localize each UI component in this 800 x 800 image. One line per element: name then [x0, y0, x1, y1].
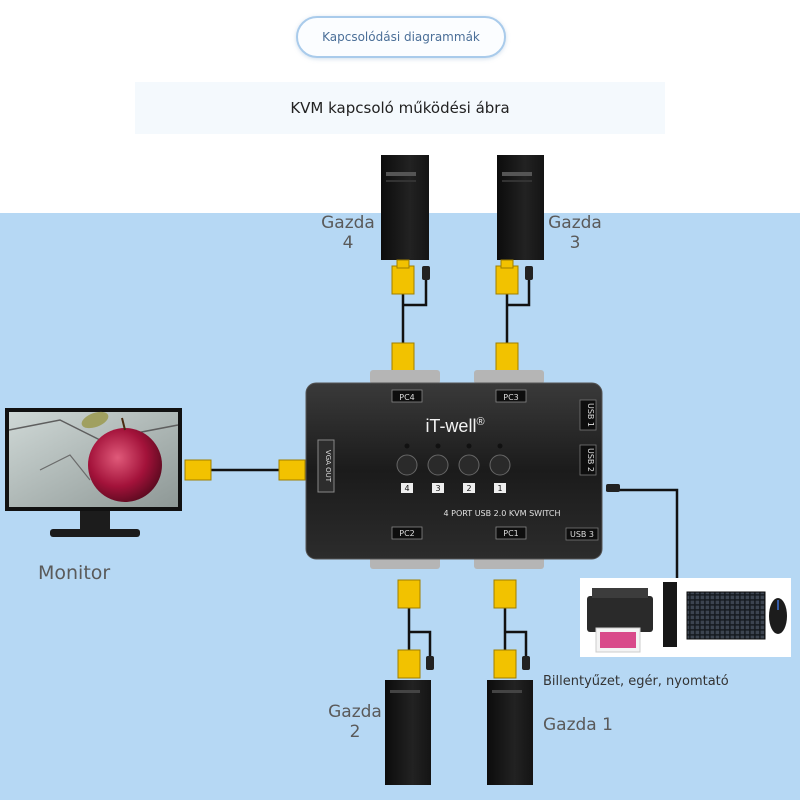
led-2: [466, 443, 472, 449]
apple-image: [88, 428, 162, 502]
host-1-number: 1: [602, 715, 613, 735]
host-4-word: Gazda: [321, 213, 375, 233]
cable-host1-usb: [505, 630, 528, 658]
host-4-tower: [381, 155, 429, 260]
usb-plugs: [422, 266, 620, 670]
printer-icon: [587, 588, 653, 653]
host-3-label: Gazda 3: [542, 213, 608, 253]
host-1-label: Gazda 1: [543, 715, 613, 735]
kvm-model: 4 PORT USB 2.0 KVM SWITCH: [444, 509, 561, 518]
title-strip: [135, 82, 665, 134]
host-4-label: Gazda 4: [315, 213, 381, 253]
host-4-number: 4: [342, 233, 354, 253]
vga-connector-pc1: [493, 579, 517, 609]
host-2-word: Gazda: [328, 702, 382, 722]
button-number-1: 1: [497, 484, 502, 493]
led-4: [404, 443, 410, 449]
port-label-pc4: PC4: [399, 393, 415, 402]
diagram-title: KVM kapcsoló működési ábra: [290, 99, 510, 117]
button-number-3: 3: [435, 484, 440, 493]
usb-plug-host2: [426, 656, 434, 670]
kvm-button-4[interactable]: [396, 454, 418, 476]
connection-diagrams-button[interactable]: Kapcsolódási diagrammák: [296, 16, 506, 58]
host-2-label: Gazda 2: [322, 702, 388, 742]
monitor-icon: [5, 408, 182, 537]
vga-connector-pc3: [495, 342, 519, 372]
monitor-label: Monitor: [38, 562, 111, 584]
vga-connector-host1-bottom: [493, 649, 517, 679]
vga-connector-pc4: [391, 342, 415, 372]
mouse-icon: [769, 598, 787, 634]
cable-host2-usb: [409, 630, 432, 658]
led-1: [497, 443, 503, 449]
usb-plug-peripherals: [606, 484, 620, 492]
kvm-button-2[interactable]: [458, 454, 480, 476]
host-3-number: 3: [569, 233, 581, 253]
port-label-pc1: PC1: [503, 529, 519, 538]
button-number-2: 2: [466, 484, 471, 493]
speaker-icon: [663, 582, 677, 647]
usb-plug-host1: [522, 656, 530, 670]
peripherals-illustration: [580, 578, 791, 657]
kvm-switch: iT-well® 4 PORT USB 2.0 KVM SWITCH PC4 P…: [305, 370, 603, 569]
port-label-usb3: USB 3: [570, 530, 594, 539]
port-label-usb2: USB 2: [586, 448, 595, 472]
cables: [211, 279, 679, 658]
vga-connectors: [184, 259, 519, 679]
port-label-pc3: PC3: [503, 393, 519, 402]
peripherals-label: Billentyűzet, egér, nyomtató: [543, 674, 729, 689]
host-2-tower: [385, 680, 431, 785]
host-2-number: 2: [349, 722, 361, 742]
usb-plug-host4: [422, 266, 430, 280]
usb-plug-host3: [525, 266, 533, 280]
port-label-pc2: PC2: [399, 529, 415, 538]
kvm-brand: iT-well®: [425, 416, 484, 436]
vga-connector-monitor: [184, 459, 212, 481]
host-1-tower: [487, 680, 533, 785]
kvm-button-1[interactable]: [489, 454, 511, 476]
led-3: [435, 443, 441, 449]
vga-connector-pc2: [397, 579, 421, 609]
host-3-tower: [497, 155, 544, 260]
kvm-button-3[interactable]: [427, 454, 449, 476]
host-3-word: Gazda: [548, 213, 602, 233]
keyboard-icon: [686, 591, 766, 640]
host-1-word: Gazda: [543, 715, 597, 735]
vga-connector-host2-bottom: [397, 649, 421, 679]
vga-connector-host4-top: [391, 259, 415, 295]
button-number-4: 4: [404, 484, 409, 493]
connection-diagrams-label: Kapcsolódási diagrammák: [322, 30, 480, 44]
cable-peripherals: [606, 488, 679, 580]
cable-host4-usb: [403, 279, 428, 307]
port-label-vga-out: VGA OUT: [324, 450, 332, 483]
port-label-usb1: USB 1: [586, 403, 595, 427]
vga-connector-host3-top: [495, 259, 519, 295]
cable-host3-usb: [507, 279, 531, 307]
vga-connector-vga-out: [278, 459, 306, 481]
